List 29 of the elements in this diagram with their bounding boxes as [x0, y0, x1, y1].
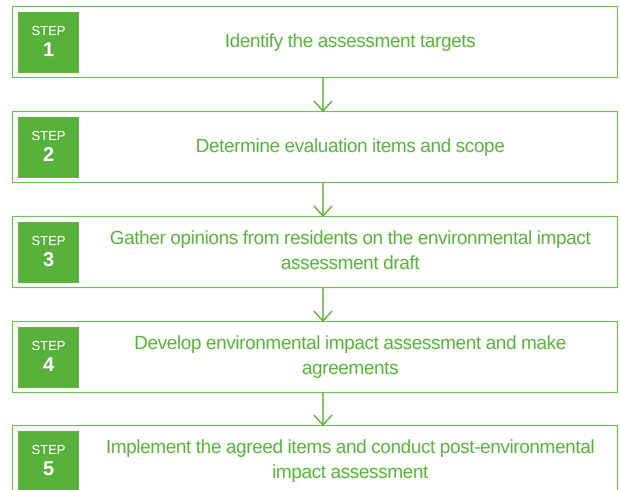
step-number: 2 — [42, 144, 54, 166]
step-description: Implement the agreed items and conduct post-environmental impact assessment — [104, 436, 596, 485]
step-box — [12, 425, 618, 490]
step-label: STEP — [32, 129, 66, 144]
step-box — [12, 216, 618, 288]
step-label: STEP — [32, 339, 66, 354]
arrow — [313, 288, 333, 322]
arrow — [313, 183, 333, 217]
step-description: Identify the assessment targets — [224, 30, 476, 54]
step-description: Develop environmental impact assessment and make agreements — [133, 332, 567, 381]
step-box — [12, 321, 618, 393]
step-label: STEP — [32, 234, 66, 249]
arrow — [313, 78, 333, 112]
step-badge — [18, 222, 79, 283]
step-label: STEP — [32, 24, 66, 39]
step-description: Gather opinions from residents on the environmental impact assessment draft — [108, 227, 592, 276]
step-description: Determine evaluation items and scope — [196, 134, 504, 159]
step-box — [12, 6, 618, 78]
step-number: 5 — [42, 458, 54, 480]
step-badge — [18, 431, 79, 490]
step-label: STEP — [32, 443, 66, 458]
step-badge — [18, 12, 79, 73]
step-number: 1 — [42, 38, 54, 61]
step-badge — [18, 327, 79, 388]
arrow — [313, 393, 333, 426]
step-number: 3 — [42, 248, 54, 271]
step-box — [12, 111, 618, 183]
step-number: 4 — [42, 354, 54, 376]
step-badge — [18, 117, 79, 178]
